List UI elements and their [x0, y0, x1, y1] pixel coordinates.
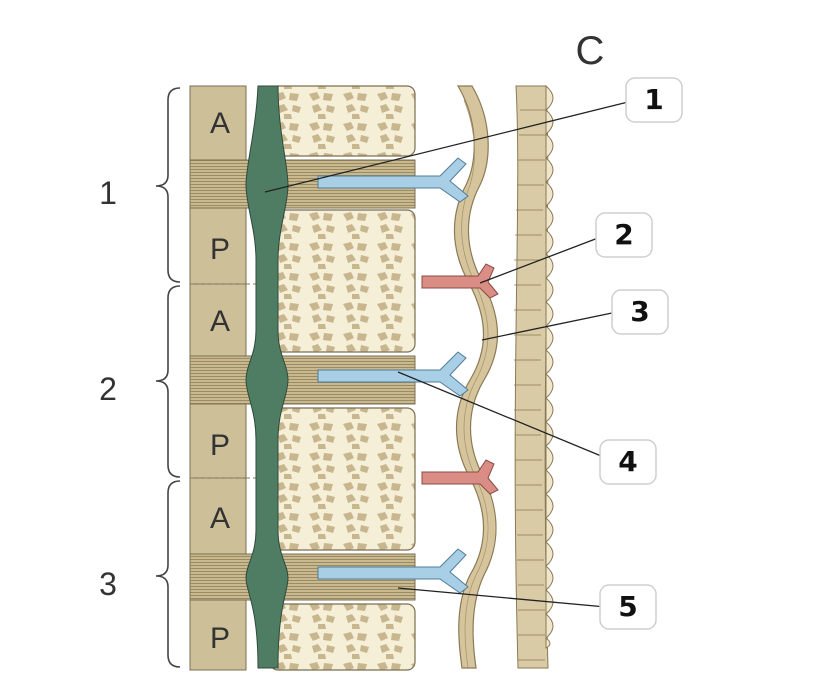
sclerotome-label-p2: P [210, 429, 230, 462]
segment-brace-1 [155, 87, 181, 283]
dermis-layer [514, 84, 554, 669]
intersegmental-arteries [421, 263, 499, 495]
segment-braces [155, 87, 181, 668]
segment-number-1: 1 [99, 175, 117, 211]
notochord [245, 85, 289, 669]
svg-text:4: 4 [618, 445, 637, 478]
sclerotome-block-p3 [189, 599, 247, 671]
vertebral-body-2 [269, 209, 416, 353]
vertebral-body-1 [269, 85, 416, 157]
sclerotome-column [189, 85, 268, 671]
svg-text:1: 1 [644, 83, 663, 116]
leader-3 [481, 312, 613, 341]
artery-2 [421, 459, 499, 495]
sclerotome-block-p1 [189, 207, 247, 285]
svg-text:3: 3 [630, 295, 649, 328]
leader-2 [479, 237, 599, 284]
callout-box-4: 4 [599, 439, 657, 485]
sclerotome-block-a1 [189, 85, 247, 161]
leader-4 [397, 371, 607, 459]
sclerotome-label-p1: P [210, 233, 230, 266]
vertebral-bodies [269, 85, 416, 671]
callout-box-3: 3 [611, 289, 669, 335]
panel-letter: C [576, 29, 605, 73]
spinal-nerves [317, 157, 469, 594]
svg-text:2: 2 [614, 218, 633, 251]
sclerotome-label-a3: A [210, 502, 230, 535]
callout-box-5: 5 [599, 584, 657, 630]
sclerotome-label-a1: A [210, 107, 230, 140]
spinal-nerve-1 [317, 157, 469, 203]
artery-1 [421, 263, 499, 299]
leader-5 [397, 587, 607, 608]
segment-number-2: 2 [99, 371, 117, 407]
vertebral-body-3 [269, 407, 416, 551]
sclerotome-label-a2: A [210, 305, 230, 338]
sclerotome-label-p3: P [210, 622, 230, 655]
svg-text:5: 5 [618, 590, 637, 623]
spinal-nerve-2 [317, 351, 469, 397]
leader-1 [264, 101, 629, 193]
segment-number-3: 3 [99, 566, 117, 602]
segment-brace-3 [155, 480, 181, 668]
callout-leaders [264, 101, 629, 608]
disc-zones [189, 159, 416, 601]
myotome-fibers [461, 99, 489, 669]
callout-box-1: 1 [625, 77, 683, 123]
callout-box-2: 2 [595, 212, 653, 258]
spinal-nerve-3 [317, 548, 469, 594]
sclerotome-block-p2 [189, 403, 247, 479]
segment-brace-2 [155, 285, 181, 478]
vertebral-body-4 [269, 603, 416, 671]
